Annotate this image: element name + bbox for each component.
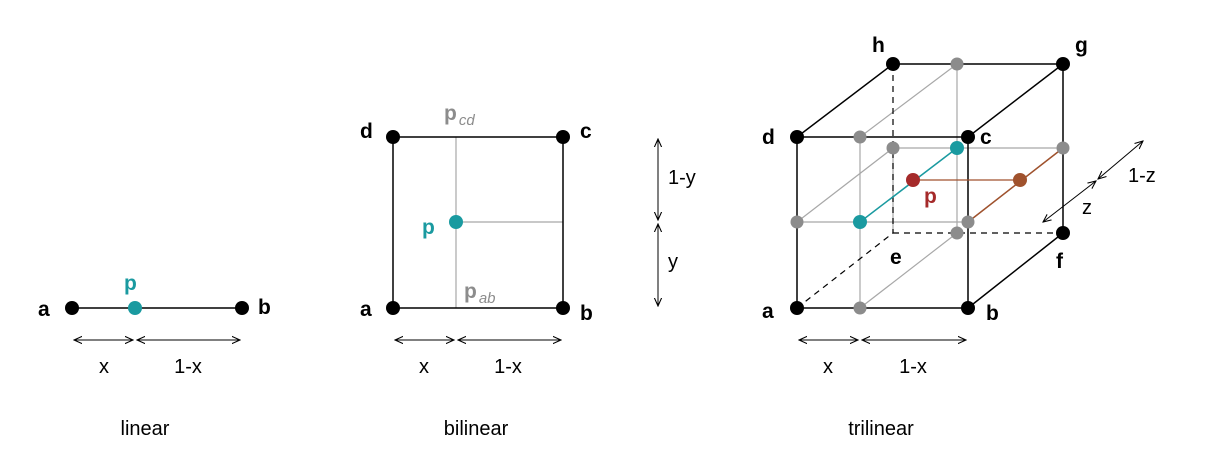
bilinear-label-p: p <box>422 216 435 239</box>
bilinear-label-pab-sub: ab <box>479 290 496 307</box>
trilinear-vertex-d <box>790 130 804 144</box>
bilinear-vertex-d <box>386 130 400 144</box>
trilinear-panel: a b c d e f g h p x 1-x z 1-z trilinear <box>762 34 1156 440</box>
trilinear-label-a: a <box>762 300 774 323</box>
trilinear-caption: trilinear <box>848 418 914 440</box>
trilinear-gray-point <box>790 215 804 229</box>
linear-dim-x-label: x <box>99 356 109 378</box>
trilinear-hidden-edge-ae <box>796 232 894 309</box>
trilinear-point-p <box>906 173 920 187</box>
bilinear-vertex-b <box>556 301 570 315</box>
linear-caption: linear <box>121 418 170 440</box>
linear-panel: a b p x 1-x linear <box>38 272 271 440</box>
bilinear-label-pcd-main: p <box>444 102 457 125</box>
trilinear-label-h: h <box>872 34 885 57</box>
trilinear-gray-point <box>961 215 975 229</box>
trilinear-vertex-h <box>886 57 900 71</box>
trilinear-guide-bottom <box>859 232 958 309</box>
trilinear-edge-cg <box>967 63 1064 138</box>
linear-dim-1x-label: 1-x <box>174 356 202 378</box>
trilinear-teal-point <box>853 215 867 229</box>
linear-vertex-b <box>235 301 249 315</box>
linear-vertex-a <box>65 301 79 315</box>
trilinear-vertex-b <box>961 301 975 315</box>
linear-label-b: b <box>258 296 271 319</box>
bilinear-dim-x-label: x <box>419 356 429 378</box>
trilinear-brown-point <box>1013 173 1027 187</box>
bilinear-dim-1y-label: 1-y <box>668 167 696 189</box>
bilinear-label-b: b <box>580 302 593 325</box>
linear-label-a: a <box>38 298 50 321</box>
bilinear-vertex-a <box>386 301 400 315</box>
trilinear-gray-point <box>950 57 964 71</box>
trilinear-vertex-f <box>1056 226 1070 240</box>
trilinear-dim-z-arrow <box>1043 181 1096 222</box>
trilinear-dim-1z-label: 1-z <box>1128 165 1156 187</box>
bilinear-label-c: c <box>580 120 592 143</box>
trilinear-gray-point <box>886 141 900 155</box>
trilinear-teal-point <box>950 141 964 155</box>
trilinear-label-c: c <box>980 126 992 149</box>
bilinear-square <box>392 136 564 309</box>
trilinear-gray-point <box>1056 141 1070 155</box>
bilinear-dim-1x-label: 1-x <box>494 356 522 378</box>
trilinear-guide-left-mid <box>796 147 894 223</box>
trilinear-gray-point <box>950 226 964 240</box>
trilinear-vertex-c <box>961 130 975 144</box>
trilinear-dim-x-label: x <box>823 356 833 378</box>
bilinear-point-p <box>449 215 463 229</box>
trilinear-guide-top <box>859 63 958 138</box>
trilinear-label-d: d <box>762 126 775 149</box>
trilinear-dim-1z-arrow <box>1098 141 1143 179</box>
bilinear-label-d: d <box>360 120 373 143</box>
bilinear-vertex-c <box>556 130 570 144</box>
bilinear-dim-y-label: y <box>668 251 678 273</box>
bilinear-label-a: a <box>360 298 372 321</box>
bilinear-label-pab-main: p <box>464 280 477 303</box>
trilinear-label-g: g <box>1075 34 1088 57</box>
trilinear-label-f: f <box>1056 250 1064 273</box>
trilinear-label-e: e <box>890 246 902 269</box>
linear-label-p: p <box>124 272 137 295</box>
trilinear-gray-point <box>853 301 867 315</box>
trilinear-gray-point <box>853 130 867 144</box>
bilinear-caption: bilinear <box>444 418 509 440</box>
trilinear-label-p: p <box>924 185 937 208</box>
trilinear-dim-1x-label: 1-x <box>899 356 927 378</box>
trilinear-label-b: b <box>986 302 999 325</box>
bilinear-label-pcd-sub: cd <box>459 112 476 129</box>
linear-point-p <box>128 301 142 315</box>
trilinear-vertex-g <box>1056 57 1070 71</box>
trilinear-dim-z-label: z <box>1082 197 1092 219</box>
trilinear-vertex-a <box>790 301 804 315</box>
